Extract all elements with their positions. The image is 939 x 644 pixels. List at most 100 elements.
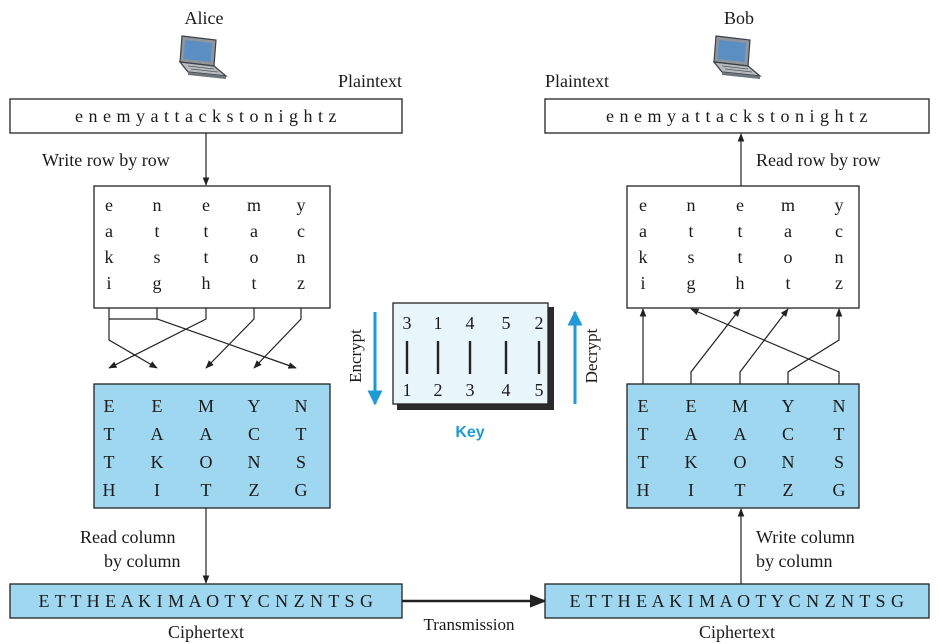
laptop-icon (712, 35, 762, 79)
grid-cell: k (105, 247, 114, 267)
encrypt-label: Encrypt (346, 329, 365, 383)
bob-ciphertext-box (544, 583, 930, 619)
bob-plaintext-box (544, 98, 930, 134)
grid-cell: A (200, 424, 213, 444)
grid-cell: s (687, 247, 694, 267)
grid-cell: N (833, 396, 846, 416)
grid-cell: h (202, 273, 211, 293)
transmission-label: Transmission (423, 615, 515, 634)
grid-cell: G (833, 480, 846, 500)
key-top-digit: 4 (466, 313, 475, 333)
grid-cell: I (154, 480, 160, 500)
grid-cell: t (154, 221, 159, 241)
grid-cell: Z (783, 480, 794, 500)
bob-ciphertext-label: Ciphertext (699, 622, 775, 642)
alice-ciphertext: E T T H E A K I M A O T Y C N Z N T S G (38, 591, 373, 611)
grid-cell: c (835, 221, 843, 241)
grid-cell: e (105, 195, 113, 215)
bob-name: Bob (724, 8, 754, 28)
grid-cell: i (106, 273, 111, 293)
grid-cell: k (639, 247, 648, 267)
grid-cell: C (782, 424, 794, 444)
key-top-digit: 1 (434, 313, 443, 333)
grid-cell: E (638, 396, 649, 416)
grid-cell: n (153, 195, 162, 215)
bob-plain-grid (626, 185, 860, 309)
bob-column-wires (639, 308, 843, 384)
grid-cell: I (688, 480, 694, 500)
grid-cell: N (248, 452, 261, 472)
grid-cell: T (638, 452, 649, 472)
grid-cell: Y (248, 396, 261, 416)
grid-cell: g (153, 273, 162, 293)
grid-cell: a (639, 221, 647, 241)
grid-cell: y (835, 195, 844, 215)
grid-cell: o (250, 247, 259, 267)
grid-cell: T (296, 424, 307, 444)
grid-cell: t (688, 221, 693, 241)
grid-cell: c (297, 221, 305, 241)
alice-ciphertext-box (9, 583, 403, 619)
grid-cell: i (640, 273, 645, 293)
bob-plaintext-label: Plaintext (545, 71, 609, 91)
grid-cell: n (687, 195, 696, 215)
bob-plaintext: e n e m y a t t a c k s t o n i g h t z (606, 106, 868, 126)
bob-cipher-grid (626, 383, 860, 509)
decrypt-label: Decrypt (582, 328, 601, 383)
grid-cell: a (784, 221, 792, 241)
grid-cell: G (295, 480, 308, 500)
grid-cell: K (685, 452, 698, 472)
grid-cell: E (104, 396, 115, 416)
grid-cell: T (104, 424, 115, 444)
write-column-label-1: Write column (756, 527, 855, 547)
key-label: Key (455, 424, 484, 441)
grid-cell: O (200, 452, 213, 472)
grid-cell: y (297, 195, 306, 215)
grid-cell: n (297, 247, 306, 267)
grid-cell: N (782, 452, 795, 472)
alice-column-wires (108, 308, 302, 369)
grid-cell: E (686, 396, 697, 416)
alice-ciphertext-label: Ciphertext (168, 622, 244, 642)
grid-cell: A (734, 424, 747, 444)
alice-plain-grid (93, 185, 331, 309)
grid-cell: O (734, 452, 747, 472)
grid-cell: e (202, 195, 210, 215)
grid-cell: T (834, 424, 845, 444)
grid-cell: A (685, 424, 698, 444)
read-column-label-2: by column (104, 551, 181, 571)
grid-cell: a (105, 221, 113, 241)
grid-cell: t (251, 273, 256, 293)
grid-cell: C (248, 424, 260, 444)
grid-cell: T (638, 424, 649, 444)
grid-cell: M (198, 396, 214, 416)
grid-cell: H (637, 480, 650, 500)
grid-cell: s (153, 247, 160, 267)
key-bottom-digit: 2 (434, 380, 443, 400)
grid-cell: A (151, 424, 164, 444)
grid-cell: E (152, 396, 163, 416)
alice-plaintext-box (9, 98, 403, 134)
grid-cell: g (687, 273, 696, 293)
grid-cell: e (639, 195, 647, 215)
grid-cell: S (834, 452, 844, 472)
grid-cell: K (151, 452, 164, 472)
grid-cell: M (732, 396, 748, 416)
grid-cell: m (781, 195, 795, 215)
grid-cell: Y (782, 396, 795, 416)
grid-cell: m (247, 195, 261, 215)
key-bottom-digit: 4 (502, 380, 511, 400)
key-bottom-digit: 1 (403, 380, 412, 400)
laptop-icon (178, 35, 228, 79)
grid-cell: n (835, 247, 844, 267)
grid-cell: t (737, 221, 742, 241)
alice-cipher-grid (93, 383, 331, 509)
read-row-label: Read row by row (756, 150, 880, 170)
alice-plaintext: e n e m y a t t a c k s t o n i g h t z (75, 106, 337, 126)
alice-name: Alice (185, 8, 224, 28)
grid-cell: S (296, 452, 306, 472)
grid-cell: t (785, 273, 790, 293)
